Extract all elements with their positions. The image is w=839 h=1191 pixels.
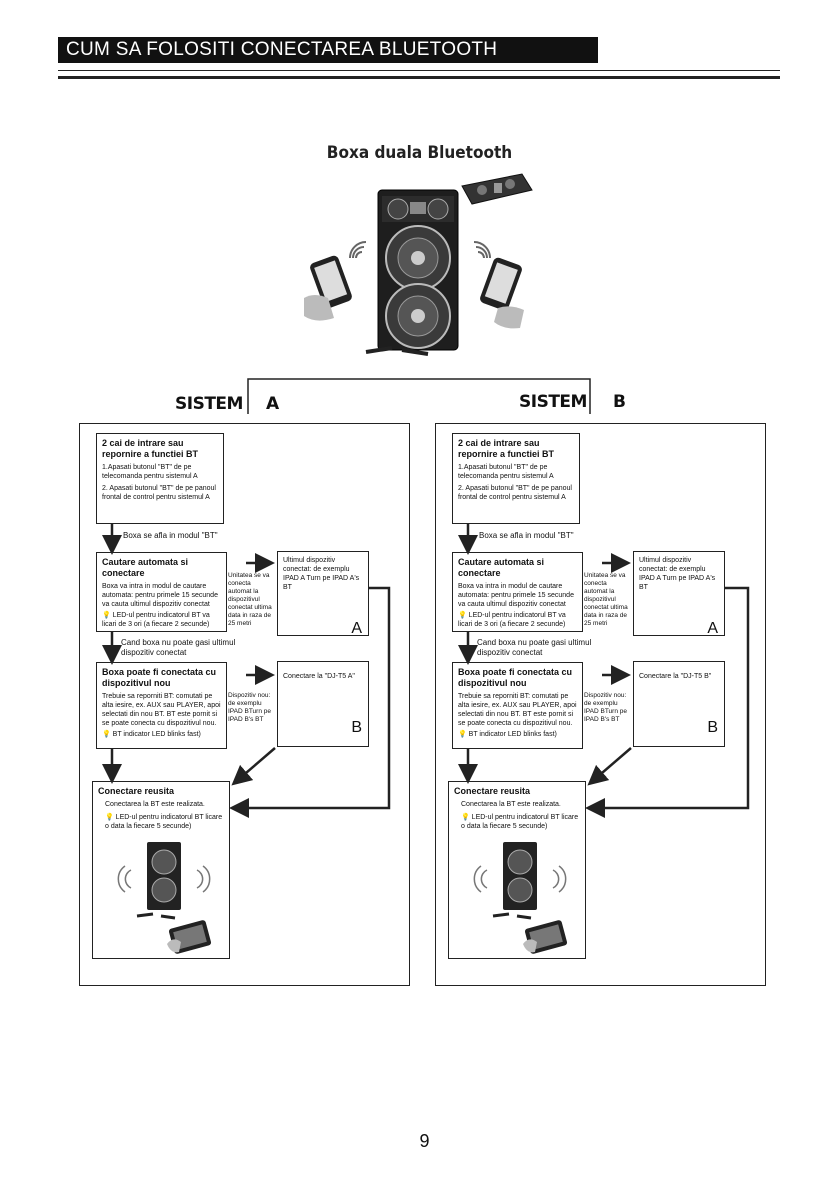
flow-arrows-a [79,423,410,986]
sistem-b-letter: B [613,392,625,412]
sistem-a-label: SISTEM [175,394,243,414]
sistem-a-letter: A [266,394,279,414]
system-bracket [0,0,839,420]
flow-arrows-b [435,423,766,986]
sistem-b-label: SISTEM [519,392,587,412]
page-number: 9 [0,1131,839,1152]
